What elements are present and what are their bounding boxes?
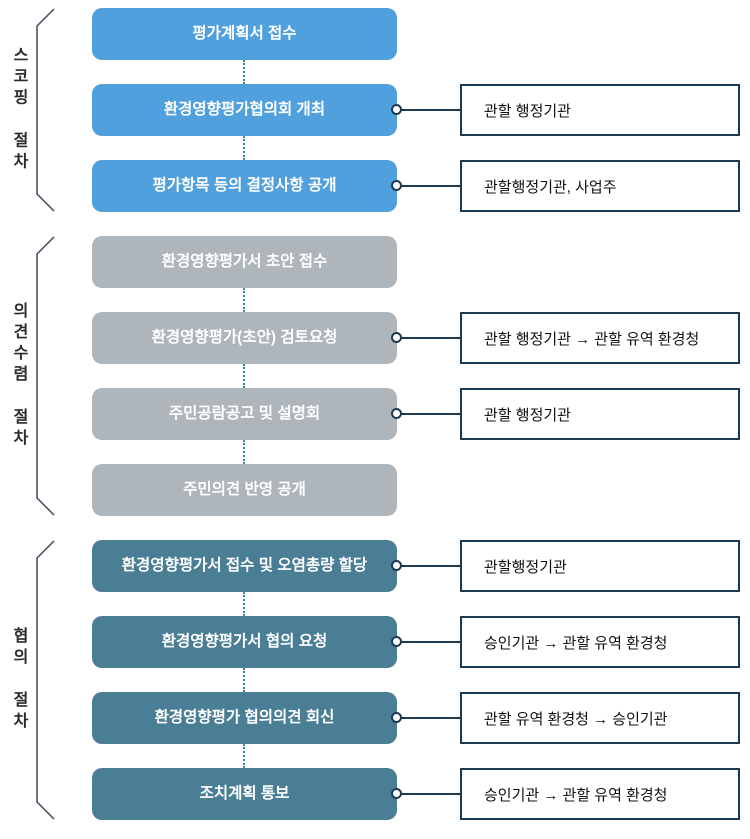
connector-dot-icon (391, 560, 402, 571)
side-connector-line (397, 337, 460, 339)
flow-dotted-connector (243, 136, 245, 160)
flow-dotted-connector (243, 668, 245, 692)
step-box: 조치계획 통보 (92, 768, 397, 820)
step-box: 환경영향평가(초안) 검토요청 (92, 312, 397, 364)
group-bracket (36, 236, 55, 516)
connector-dot-icon (391, 636, 402, 647)
flow-dotted-connector (243, 744, 245, 768)
side-connector-line (397, 565, 460, 567)
agency-box: 관할 행정기관 → 관할 유역 환경청 (460, 312, 740, 364)
connector-dot-icon (391, 332, 402, 343)
flow-dotted-connector (243, 288, 245, 312)
agency-box: 관할행정기관 (460, 540, 740, 592)
step-box: 평가항목 등의 결정사항 공개 (92, 160, 397, 212)
flow-dotted-connector (243, 364, 245, 388)
agency-box: 관할행정기관, 사업주 (460, 160, 740, 212)
connector-dot-icon (391, 180, 402, 191)
flow-dotted-connector (243, 592, 245, 616)
connector-dot-icon (391, 712, 402, 723)
step-box: 환경영향평가 협의의견 회신 (92, 692, 397, 744)
group-label: 의견수렴 절차 (10, 302, 27, 450)
step-box: 주민공람공고 및 설명회 (92, 388, 397, 440)
step-box: 평가계획서 접수 (92, 8, 397, 60)
agency-box: 관할 유역 환경청 → 승인기관 (460, 692, 740, 744)
step-row: 환경영향평가서 접수 및 오염총량 할당 관할행정기관 (92, 540, 750, 616)
group-bracket (36, 540, 55, 820)
step-box: 환경영향평가서 초안 접수 (92, 236, 397, 288)
step-box: 환경영향평가서 협의 요청 (92, 616, 397, 668)
flow-dotted-connector (243, 60, 245, 84)
step-row: 조치계획 통보 승인기관 → 관할 유역 환경청 (92, 768, 750, 820)
step-box: 주민의견 반영 공개 (92, 464, 397, 516)
step-box: 환경영향평가서 접수 및 오염총량 할당 (92, 540, 397, 592)
agency-box: 승인기관 → 관할 유역 환경청 (460, 768, 740, 820)
group-label: 협의 절차 (10, 627, 27, 733)
step-row: 평가항목 등의 결정사항 공개 관할행정기관, 사업주 (92, 160, 750, 212)
group-label: 스코핑 절차 (10, 46, 27, 174)
connector-dot-icon (391, 104, 402, 115)
side-connector-line (397, 793, 460, 795)
group-bracket (36, 8, 55, 212)
step-row: 환경영향평가(초안) 검토요청 관할 행정기관 → 관할 유역 환경청 (92, 312, 750, 388)
step-row: 환경영향평가 협의의견 회신 관할 유역 환경청 → 승인기관 (92, 692, 750, 768)
step-row: 환경영향평가서 초안 접수 (92, 236, 750, 312)
connector-dot-icon (391, 788, 402, 799)
step-row: 평가계획서 접수 (92, 8, 750, 84)
agency-box: 관할 행정기관 (460, 388, 740, 440)
side-connector-line (397, 413, 460, 415)
flow-dotted-connector (243, 440, 245, 464)
step-row: 환경영향평가서 협의 요청 승인기관 → 관할 유역 환경청 (92, 616, 750, 692)
step-box: 환경영향평가협의회 개최 (92, 84, 397, 136)
step-row: 주민공람공고 및 설명회 관할 행정기관 (92, 388, 750, 464)
side-connector-line (397, 641, 460, 643)
connector-dot-icon (391, 408, 402, 419)
side-connector-line (397, 185, 460, 187)
side-connector-line (397, 109, 460, 111)
side-connector-line (397, 717, 460, 719)
step-row: 환경영향평가협의회 개최 관할 행정기관 (92, 84, 750, 160)
agency-box: 관할 행정기관 (460, 84, 740, 136)
step-row: 주민의견 반영 공개 (92, 464, 750, 516)
agency-box: 승인기관 → 관할 유역 환경청 (460, 616, 740, 668)
